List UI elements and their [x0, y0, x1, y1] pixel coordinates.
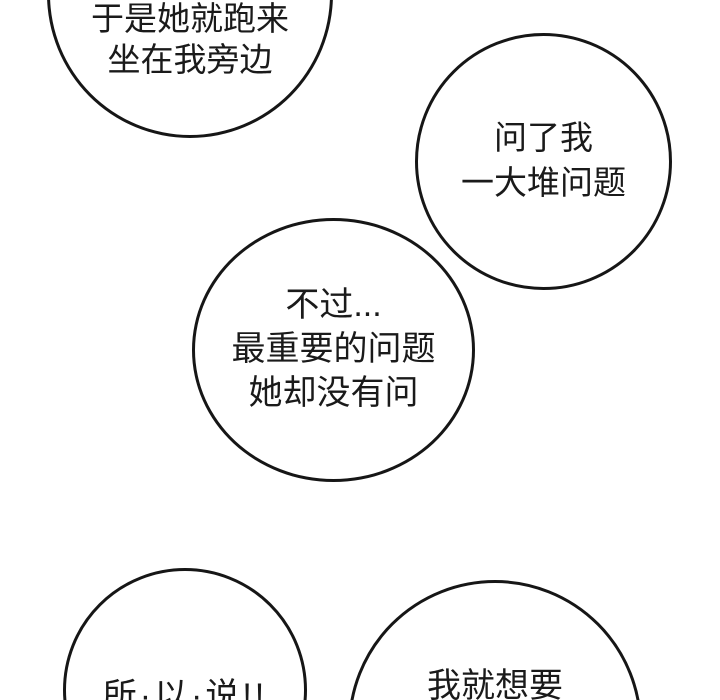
- speech-bubble-middle: [192, 218, 475, 482]
- speech-text-line: 一大堆问题: [461, 164, 626, 201]
- speech-text-line: 不过...: [285, 286, 382, 324]
- speech-text-line: 坐在我旁边: [107, 41, 273, 78]
- speech-bubble-top-right: [415, 33, 672, 290]
- speech-text-bottom-right: 我就想要: [348, 666, 642, 700]
- speech-text-line: 所·以·说!!: [102, 677, 268, 700]
- speech-text-top-left: 于是她就跑来 坐在我旁边: [47, 0, 333, 80]
- speech-text-bottom-left: 所·以·说!!: [63, 676, 307, 700]
- speech-text-line: 于是她就跑来: [91, 0, 289, 37]
- speech-text-line: 最重要的问题: [231, 330, 436, 368]
- speech-text-line: 我就想要: [427, 667, 563, 700]
- speech-text-line: 问了我: [494, 119, 593, 156]
- speech-text-top-right: 问了我 一大堆问题: [415, 115, 672, 205]
- speech-text-line: 她却没有问: [248, 374, 419, 412]
- speech-text-middle: 不过... 最重要的问题 她却没有问: [192, 283, 475, 415]
